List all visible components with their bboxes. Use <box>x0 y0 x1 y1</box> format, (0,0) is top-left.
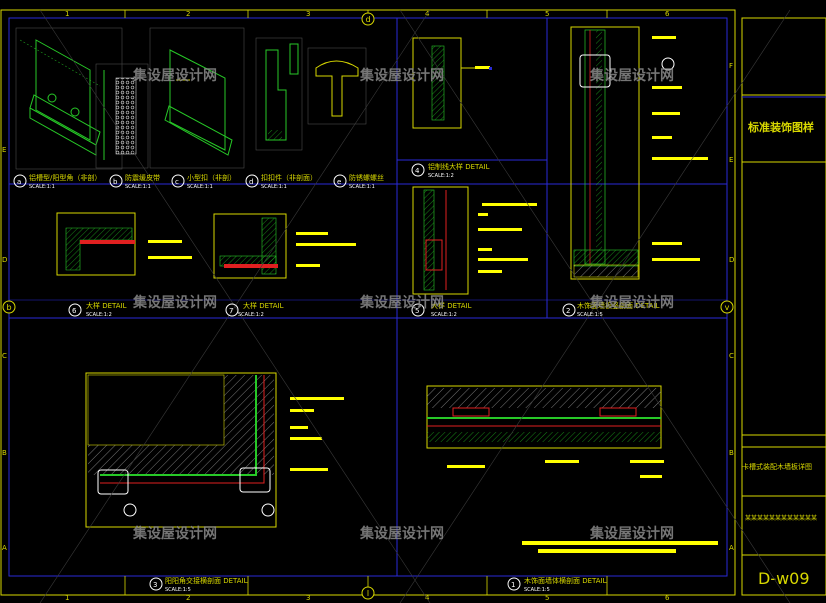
ruler-right-A: A <box>729 544 734 552</box>
grid-bubble-left: b <box>6 303 11 312</box>
ruler-right-B: B <box>729 449 734 457</box>
detail-titles: a 铝槽型/阳型角（非剖） SCALE:1:1 b 防震缓皮带 SCALE:1:… <box>13 162 660 593</box>
detail-5-title: 大样 DETAIL <box>431 301 472 310</box>
note-line: 某某某某某某某某某某某某 <box>745 515 817 522</box>
watermark-lines <box>39 9 791 603</box>
detail-5-scale: SCALE:1:2 <box>431 312 457 318</box>
detail-6-scale: SCALE:1:2 <box>86 312 112 318</box>
detail-b-drawing <box>95 63 149 169</box>
detail-6-num: 6 <box>72 307 77 315</box>
detail-d-scale: SCALE:1:1 <box>261 184 287 190</box>
ruler-right-D: D <box>729 256 734 264</box>
watermarks: 集设屋设计网 集设屋设计网 集设屋设计网 集设屋设计网 集设屋设计网 集设屋设计… <box>132 67 674 542</box>
detail-1-num: 1 <box>511 581 515 589</box>
detail-e-title: 防锈螺螺丝 <box>349 173 384 182</box>
detail-4-title: 铝制线大样 DETAIL <box>428 162 490 171</box>
detail-d-num: d <box>249 178 253 186</box>
detail-a-drawing <box>15 27 123 170</box>
watermark-9: 集设屋设计网 <box>589 525 674 542</box>
detail-2-num: 2 <box>566 307 570 315</box>
ruler-bottom-3: 3 <box>306 594 310 602</box>
detail-7-drawing <box>213 213 287 279</box>
ruler-top-5: 5 <box>545 10 549 18</box>
ruler-left-B: B <box>2 449 7 457</box>
detail-c-scale: SCALE:1:1 <box>187 184 213 190</box>
grid-bubble-bottom: l <box>367 589 369 598</box>
detail-1-scale: SCALE:1:5 <box>524 587 550 593</box>
detail-3-drawing <box>85 372 277 528</box>
detail-3-num: 3 <box>153 581 157 589</box>
detail-b-title: 防震缓皮带 <box>125 173 160 182</box>
detail-1-drawing <box>426 385 662 449</box>
detail-4-scale: SCALE:1:2 <box>428 173 454 179</box>
detail-d-drawing <box>255 37 303 151</box>
detail-4-num: 4 <box>415 167 420 175</box>
leader-labels <box>148 36 718 553</box>
ruler-bottom-5: 5 <box>545 594 549 602</box>
ruler-top-1: 1 <box>65 10 69 18</box>
sheet-title: 标准装饰图样 <box>747 120 814 134</box>
ruler-letters-right: F E D C B A <box>729 62 734 552</box>
detail-6-title: 大样 DETAIL <box>86 301 127 310</box>
detail-7-scale: SCALE:1:2 <box>238 312 264 318</box>
ruler-letters-left: E D C B A <box>2 146 7 552</box>
ruler-left-D: D <box>2 256 7 264</box>
drawing-name: 卡槽式装配木墙板详图 <box>742 462 812 471</box>
watermark-5: 集设屋设计网 <box>359 294 444 311</box>
detail-3-scale: SCALE:1:5 <box>165 587 191 593</box>
watermark-3: 集设屋设计网 <box>589 67 674 84</box>
watermark-6: 集设屋设计网 <box>589 294 674 311</box>
ruler-right-C: C <box>729 352 734 360</box>
detail-b-scale: SCALE:1:1 <box>125 184 151 190</box>
watermark-7: 集设屋设计网 <box>132 525 217 542</box>
ruler-bottom-4: 4 <box>425 594 430 602</box>
ruler-bottom-6: 6 <box>665 594 670 602</box>
detail-4-drawing <box>412 37 492 129</box>
ruler-top-2: 2 <box>186 10 190 18</box>
detail-a-title: 铝槽型/阳型角（非剖） <box>29 173 101 182</box>
detail-5-num: 5 <box>415 307 419 315</box>
ruler-top-3: 3 <box>306 10 310 18</box>
detail-2-scale: SCALE:1:5 <box>577 312 603 318</box>
ruler-right-F: F <box>729 62 733 70</box>
watermark-4: 集设屋设计网 <box>132 294 217 311</box>
detail-e-num: e <box>337 178 341 186</box>
detail-c-title: 小型扣（非剖） <box>187 173 236 182</box>
detail-7-num: 7 <box>229 307 233 315</box>
detail-2-drawing <box>570 26 675 280</box>
detail-b-num: b <box>113 178 118 186</box>
detail-a-scale: SCALE:1:1 <box>29 184 55 190</box>
detail-3-title: 阳阳角交接横剖面 DETAIL <box>165 576 248 585</box>
ruler-top-6: 6 <box>665 10 670 18</box>
detail-e-drawing <box>307 47 367 125</box>
drawing-number: D-w09 <box>758 569 810 588</box>
grid-bubble-right: v <box>725 303 730 312</box>
detail-a-num: a <box>17 178 21 186</box>
detail-6-drawing <box>56 212 136 276</box>
detail-5-drawing <box>412 186 469 295</box>
ruler-right-E: E <box>729 156 733 164</box>
ruler-left-A: A <box>2 544 7 552</box>
watermark-2: 集设屋设计网 <box>359 67 444 84</box>
ruler-left-C: C <box>2 352 7 360</box>
detail-1-title: 木饰面墙体横剖面 DETAIL <box>524 576 607 585</box>
watermark-8: 集设屋设计网 <box>359 525 444 542</box>
ruler-numbers-bottom: 1 2 3 4 5 6 <box>65 594 670 602</box>
ruler-bottom-1: 1 <box>65 594 69 602</box>
detail-e-scale: SCALE:1:1 <box>349 184 375 190</box>
detail-d-title: 扣扣件（非剖面） <box>261 173 317 182</box>
grid-bubble-top: d <box>365 15 370 24</box>
title-block: 标准装饰图样 卡槽式装配木墙板详图 某某某某某某某某某某某某 D-w09 <box>741 17 826 596</box>
detail-7-title: 大样 DETAIL <box>243 301 284 310</box>
ruler-bottom-2: 2 <box>186 594 190 602</box>
detail-2-title: 木饰面墙板竖剖面 DETAIL <box>577 301 660 310</box>
detail-c-drawing <box>149 27 245 169</box>
detail-c-num: c <box>175 178 179 186</box>
ruler-left-E: E <box>2 146 6 154</box>
grid-bubbles: d l b v <box>2 12 734 600</box>
watermark-1: 集设屋设计网 <box>132 67 217 84</box>
